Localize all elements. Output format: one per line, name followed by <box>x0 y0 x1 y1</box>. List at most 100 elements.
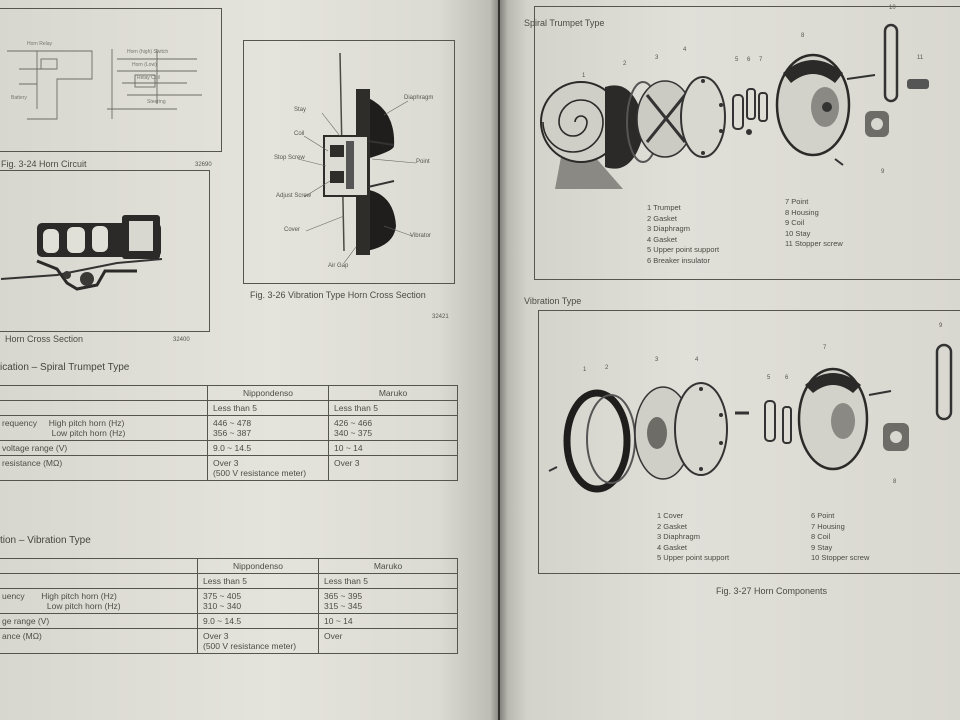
legend-item: 4 Gasket <box>647 234 678 244</box>
legend-item: 9 Coil <box>785 218 805 227</box>
row-sublabel: High pitch horn (Hz) <box>41 591 117 601</box>
maruko-value: 426 ~ 466 <box>334 418 373 428</box>
maruko-value: Less than 5 <box>328 400 458 416</box>
part-number-7: 7 <box>823 345 827 351</box>
spiral-components-figure: 1 2 3 4 5 6 7 8 9 10 11 1 Trumpet 2 Gask… <box>534 5 960 280</box>
legend-item: 6 Point <box>811 511 835 520</box>
row-sublabel: Low pitch horn (Hz) <box>51 428 126 438</box>
vibration-legend-left: 1 Cover 2 Gasket 3 Diaphragm 4 Gasket 5 … <box>657 511 729 564</box>
table-header-cell: Maruko <box>318 558 458 574</box>
legend-item: 2 Gasket <box>647 213 678 223</box>
legend-item: 8 Coil <box>811 532 831 541</box>
row-sublabel: Low pitch horn (Hz) <box>46 601 121 611</box>
nippondenso-value: 9.0 ~ 14.5 <box>207 440 329 456</box>
spiral-figure-title: Spiral Trumpet Type <box>524 18 605 28</box>
vibration-crosssection-caption: Fig. 3-26 Vibration Type Horn Cross Sect… <box>250 290 426 300</box>
part-number-10: 10 <box>889 5 896 11</box>
spiral-spec-heading: ication – Spiral Trumpet Type <box>0 362 130 373</box>
part-number-3: 3 <box>655 357 659 363</box>
legend-item: 8 Housing <box>785 207 819 217</box>
legend-item: 4 Gasket <box>657 542 688 552</box>
label-air-gap: Air Gap <box>328 263 349 269</box>
maruko-value: 340 ~ 375 <box>334 428 373 438</box>
label-cover: Cover <box>284 227 301 233</box>
spiral-legend-left: 1 Trumpet 2 Gasket 3 Diaphragm 4 Gasket … <box>647 203 719 266</box>
label-adjust-screw: Adjust Screw <box>276 193 312 199</box>
legend-item: 5 Upper point support <box>657 553 730 562</box>
table-row: ance (MΩ) Over 3 (500 V resistance meter… <box>0 628 458 654</box>
legend-item: 10 Stay <box>785 228 811 238</box>
svg-text:Steering: Steering <box>147 99 166 105</box>
horn-crosssection-figure: Horn Cross Section 32400 <box>0 170 210 344</box>
table-row: resistance (MΩ) Over 3 (500 V resistance… <box>0 455 458 481</box>
maruko-value: 10 ~ 14 <box>318 613 458 629</box>
part-number-2: 2 <box>623 61 627 67</box>
spiral-exploded-view <box>540 23 929 189</box>
book-gutter <box>490 0 508 720</box>
part-number-11: 11 <box>917 55 924 61</box>
horn-crosssection-caption: Horn Cross Section <box>5 334 84 344</box>
legend-item: 7 Point <box>785 197 809 206</box>
table-row: Less than 5 Less than 5 <box>0 400 458 416</box>
horn-circuit-caption: Fig. 3-24 Horn Circuit <box>1 159 87 169</box>
part-number-8: 8 <box>801 33 805 39</box>
part-number-5: 5 <box>735 57 739 63</box>
maruko-value: 10 ~ 14 <box>328 440 458 456</box>
part-number-3: 3 <box>655 55 659 61</box>
svg-text:Horn Relay: Horn Relay <box>27 41 53 47</box>
part-number-6: 6 <box>785 375 789 381</box>
spiral-spec-table: Nippondenso Maruko Less than 5 Less than… <box>0 385 458 481</box>
label-point: Point <box>416 159 430 165</box>
svg-text:Horn (high) Switch: Horn (high) Switch <box>127 49 168 55</box>
row-label <box>0 573 198 589</box>
table-header-row: Nippondenso Maruko <box>0 558 458 574</box>
part-number-7: 7 <box>759 57 763 63</box>
nippondenso-value: Over 3 (500 V resistance meter) <box>207 455 329 481</box>
nippondenso-value: 9.0 ~ 14.5 <box>197 613 319 629</box>
table-row: voltage range (V) 9.0 ~ 14.5 10 ~ 14 <box>0 440 458 456</box>
vibration-components-figure: 1 2 3 4 5 6 7 8 9 1 Cover 2 Gasket 3 Dia… <box>538 310 960 574</box>
maruko-value: Over 3 <box>328 455 458 481</box>
table-row: uency High pitch horn (Hz) Low pitch hor… <box>0 588 458 614</box>
svg-text:Horn (Low): Horn (Low) <box>132 62 157 68</box>
horn-crosssection-ref: 32400 <box>173 337 190 343</box>
part-number-1: 1 <box>583 367 587 373</box>
nippondenso-value: 446 ~ 478 <box>213 418 252 428</box>
vibration-spec-table: Nippondenso Maruko Less than 5 Less than… <box>0 558 458 654</box>
spiral-legend-right: 7 Point 8 Housing 9 Coil 10 Stay 11 Stop… <box>785 197 843 250</box>
part-number-9: 9 <box>881 169 885 175</box>
row-label: ance (MΩ) <box>0 628 198 654</box>
vibration-crosssection-figure: Stay Coil Stop Screw Adjust Screw Cover … <box>243 40 455 284</box>
label-stay: Stay <box>294 107 307 113</box>
svg-text:Relay Coil: Relay Coil <box>137 75 160 81</box>
nippondenso-value: 356 ~ 387 <box>213 428 252 438</box>
row-label: voltage range (V) <box>0 440 208 456</box>
part-number-8: 8 <box>893 479 897 485</box>
legend-item: 6 Breaker insulator <box>647 255 710 265</box>
row-label: uency <box>2 591 25 601</box>
nippondenso-value: Less than 5 <box>207 400 329 416</box>
vibration-exploded-view <box>548 343 953 493</box>
vibration-figure-title: Vibration Type <box>524 296 582 306</box>
vibration-crosssection-ref: 32421 <box>432 314 449 320</box>
label-stop-screw: Stop Screw <box>274 155 305 161</box>
legend-item: 9 Stay <box>811 542 833 552</box>
maruko-value: Less than 5 <box>318 573 458 589</box>
nippondenso-value: Over 3 (500 V resistance meter) <box>197 628 319 654</box>
nippondenso-value: Less than 5 <box>197 573 319 589</box>
vibration-crosssection-drawing <box>297 52 417 264</box>
legend-item: 3 Diaphragm <box>657 532 700 541</box>
maruko-value: 365 ~ 395 <box>324 591 363 601</box>
legend-item: 1 Cover <box>657 511 684 520</box>
table-row: requency High pitch horn (Hz) Low pitch … <box>0 415 458 441</box>
table-header-cell <box>0 558 198 574</box>
horn-crosssection-drawing <box>0 215 163 291</box>
horn-circuit-ref: 32690 <box>195 162 212 168</box>
row-sublabel: High pitch horn (Hz) <box>48 418 125 428</box>
part-number-5: 5 <box>767 375 771 381</box>
row-label: requency <box>2 418 37 428</box>
nippondenso-value: 310 ~ 340 <box>203 601 242 611</box>
vibration-legend-right: 6 Point 7 Housing 8 Coil 9 Stay 10 Stopp… <box>811 511 869 564</box>
